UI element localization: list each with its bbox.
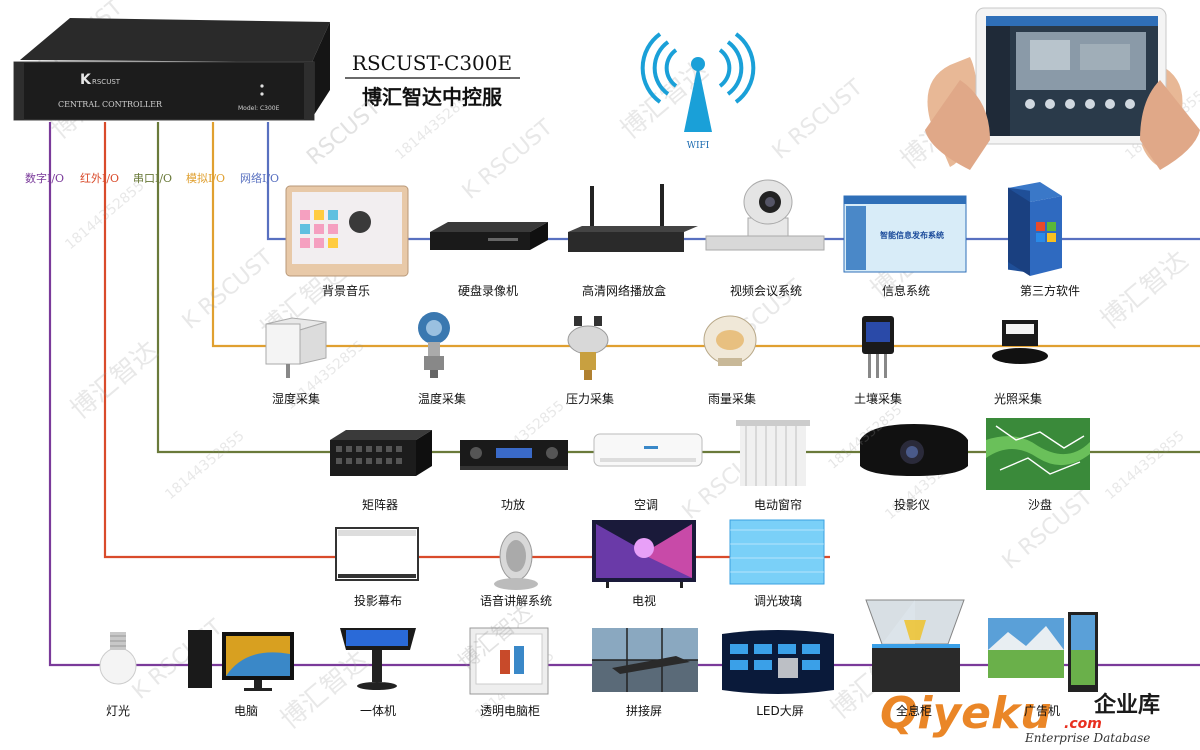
device-label: 湿度采集 (271, 392, 321, 406)
sand-table-model (986, 418, 1090, 490)
device-label: 电脑 (233, 704, 259, 718)
device-label: 温度采集 (417, 392, 467, 406)
info-system-screen: 智能信息发布系统 (843, 195, 967, 273)
device-label: LED大屏 (756, 704, 804, 718)
channel-network: 网络I/O (240, 172, 280, 185)
background-music-panel (285, 185, 409, 277)
svg-text:18144352855: 18144352855 (162, 428, 247, 503)
channel-analog: 模拟I/O (186, 172, 226, 185)
device-label: 土壤采集 (853, 392, 903, 406)
controller-brand: RSCUST (92, 78, 121, 86)
television (592, 520, 696, 588)
temperature-sensor (418, 312, 450, 378)
svg-text:K RSCUST: K RSCUST (128, 615, 228, 705)
projection-screen (335, 527, 419, 581)
dvr-recorder (430, 222, 548, 250)
qiyeku-suffix: .com (1064, 716, 1102, 732)
third-party-software-box (1008, 182, 1062, 276)
device-label: 视频会议系统 (729, 284, 803, 298)
controller-model-plate: Model: C300E (238, 105, 280, 112)
svg-text:K: K (80, 72, 92, 88)
model-title: RSCUST-C300E (352, 51, 512, 75)
device-label: 硬盘录像机 (457, 284, 519, 298)
led-big-screen (722, 630, 834, 694)
qiyeku-tagline: Enterprise Database (1024, 731, 1150, 745)
qiyeku-logo: Qiyeku .com 企业库 Enterprise Database (880, 688, 1160, 745)
channel-digital: 数字I/O (25, 172, 65, 185)
pressure-sensor (567, 316, 609, 380)
amplifier (460, 440, 568, 470)
svg-text:博汇智达: 博汇智达 (65, 336, 164, 426)
device-label: 调光玻璃 (753, 594, 803, 608)
device-label: 一体机 (359, 704, 397, 718)
svg-text:K RSCUST: K RSCUST (768, 75, 868, 165)
device-label: 沙盘 (1027, 498, 1053, 512)
matrix-switcher (330, 430, 432, 476)
device-label: 高清网络播放盒 (581, 284, 667, 298)
device-label: 第三方软件 (1019, 284, 1081, 298)
video-wall (592, 628, 698, 692)
advertising-machine (988, 612, 1098, 692)
light-sensor (992, 320, 1048, 364)
channel-stubs (48, 122, 270, 130)
device-label: 灯光 (105, 704, 131, 718)
controller-front-label: CENTRAL CONTROLLER (58, 100, 163, 109)
svg-text:博汇智达: 博汇智达 (1095, 246, 1194, 336)
device-label: 电视 (631, 594, 657, 608)
device-label: 空调 (633, 498, 659, 512)
desktop-computer (188, 630, 294, 691)
header: RSCUST-C300E 博汇智达中控服 (345, 51, 520, 109)
qiyeku-cn: 企业库 (1093, 692, 1160, 718)
central-controller: K RSCUST CENTRAL CONTROLLER Model: C300E (13, 18, 330, 121)
humidity-sensor (265, 317, 327, 378)
voice-guide-speaker (494, 531, 538, 590)
wifi-label: WIFI (687, 141, 710, 151)
device-label: 背景音乐 (321, 284, 371, 298)
svg-text:18144352855: 18144352855 (1102, 428, 1187, 503)
light-bulb (99, 632, 137, 685)
bus-infrared (103, 130, 830, 559)
holographic-cabinet (865, 599, 965, 692)
qiyeku-brand: Qiyeku (880, 688, 1052, 739)
device-label: 投影幕布 (353, 594, 403, 608)
smart-dimming-glass (729, 519, 825, 585)
device-label: 压力采集 (565, 392, 615, 406)
info-system-title: 智能信息发布系统 (880, 230, 944, 240)
channel-serial: 串口I/O (133, 172, 173, 185)
tablet-icon (925, 7, 1200, 170)
device-label: 矩阵器 (361, 498, 399, 512)
device-label: 全息柜 (895, 704, 933, 718)
device-label: 雨量采集 (707, 392, 757, 406)
device-label: 功放 (500, 498, 526, 512)
device-label: 语音讲解系统 (479, 594, 553, 608)
electric-curtain (736, 420, 810, 486)
channel-infrared: 红外I/O (80, 172, 120, 185)
wifi-icon: WIFI (640, 32, 756, 151)
video-conference-camera (705, 179, 825, 251)
device-label: 拼接屏 (625, 704, 663, 718)
air-conditioner (593, 433, 703, 467)
svg-text:K RSCUST: K RSCUST (458, 115, 558, 205)
projector (860, 424, 968, 476)
device-label: 信息系统 (881, 284, 931, 298)
device-label: 广告机 (1023, 704, 1061, 718)
hd-network-player (568, 184, 698, 252)
device-label: 光照采集 (993, 392, 1043, 406)
device-label: 电动窗帘 (753, 498, 803, 512)
product-name: 博汇智达中控服 (362, 85, 503, 109)
transparent-display-cabinet (469, 627, 549, 695)
device-label: 投影仪 (893, 498, 931, 512)
soil-sensor (862, 316, 894, 378)
rain-gauge-sensor (703, 315, 757, 366)
device-label: 透明电脑柜 (479, 704, 541, 718)
all-in-one-kiosk (340, 628, 416, 690)
bus-serial (156, 130, 1200, 454)
